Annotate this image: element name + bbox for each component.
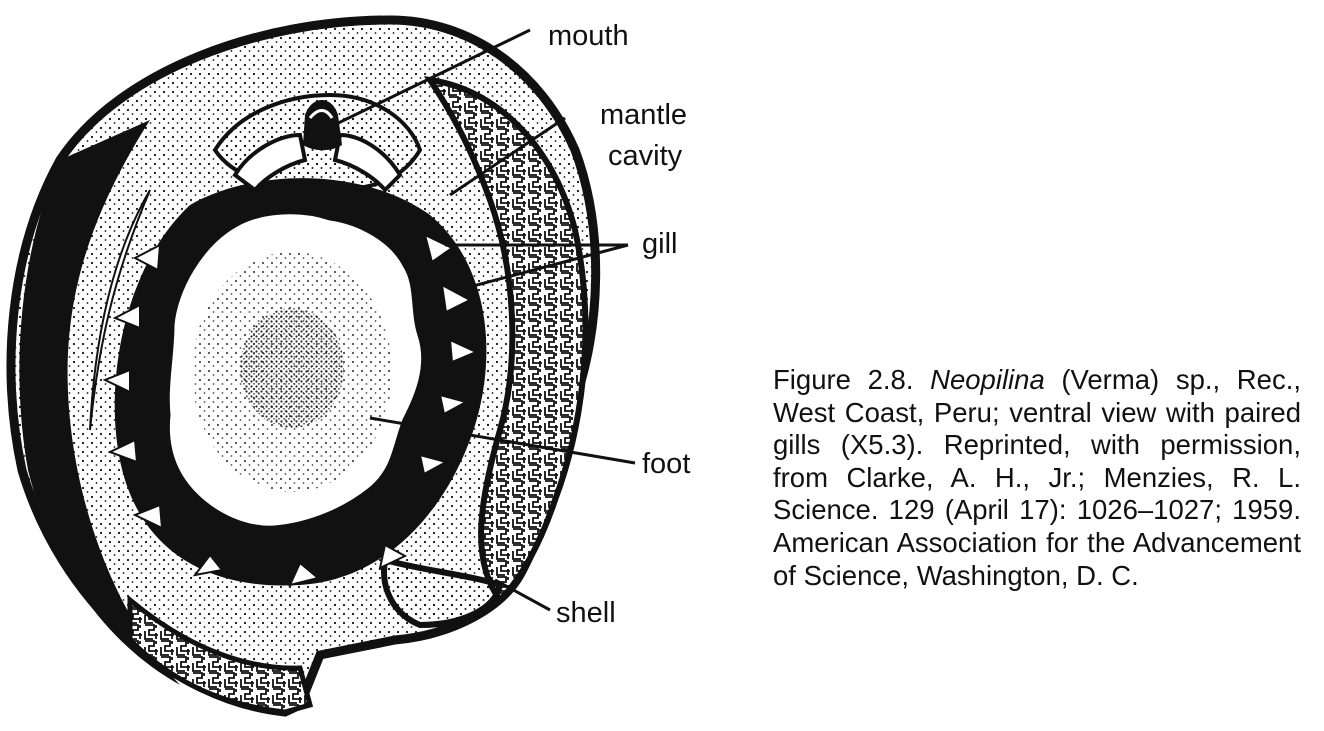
mantle-cavity-label-line2: cavity: [608, 140, 683, 172]
caption-prefix: Figure 2.8.: [773, 364, 931, 395]
leader-lines: [327, 28, 636, 612]
caption-genus: Neopilina: [930, 364, 1045, 395]
gill-lobes: [102, 233, 479, 587]
gill-label: gill: [642, 228, 677, 260]
mouth-label: mouth: [548, 20, 629, 52]
shell-highlight: [89, 189, 151, 431]
caption-body: (Verma) sp., Rec., West Coast, Peru; ven…: [773, 364, 1301, 591]
shell-rim-bottom: [127, 594, 314, 715]
shell-edge-left: [19, 120, 181, 685]
mouth-leader: [327, 28, 531, 130]
gill-leader-2: [457, 243, 629, 292]
foot: [164, 209, 427, 531]
figure-caption: Figure 2.8. Neopilina (Verma) sp., Rec.,…: [773, 364, 1301, 592]
mantle-leader: [449, 116, 566, 197]
head-region: [212, 92, 423, 193]
foot-label: foot: [642, 448, 690, 480]
shell-lip: [381, 556, 504, 629]
mouth-lobes: [232, 132, 403, 193]
foot-leader: [369, 416, 636, 465]
mouth-opening: [303, 100, 342, 151]
shell-rim-right: [423, 76, 589, 605]
shell-label: shell: [556, 597, 616, 629]
mantle-cavity-label-line1: mantle: [600, 99, 687, 131]
shell-leader: [494, 578, 551, 612]
